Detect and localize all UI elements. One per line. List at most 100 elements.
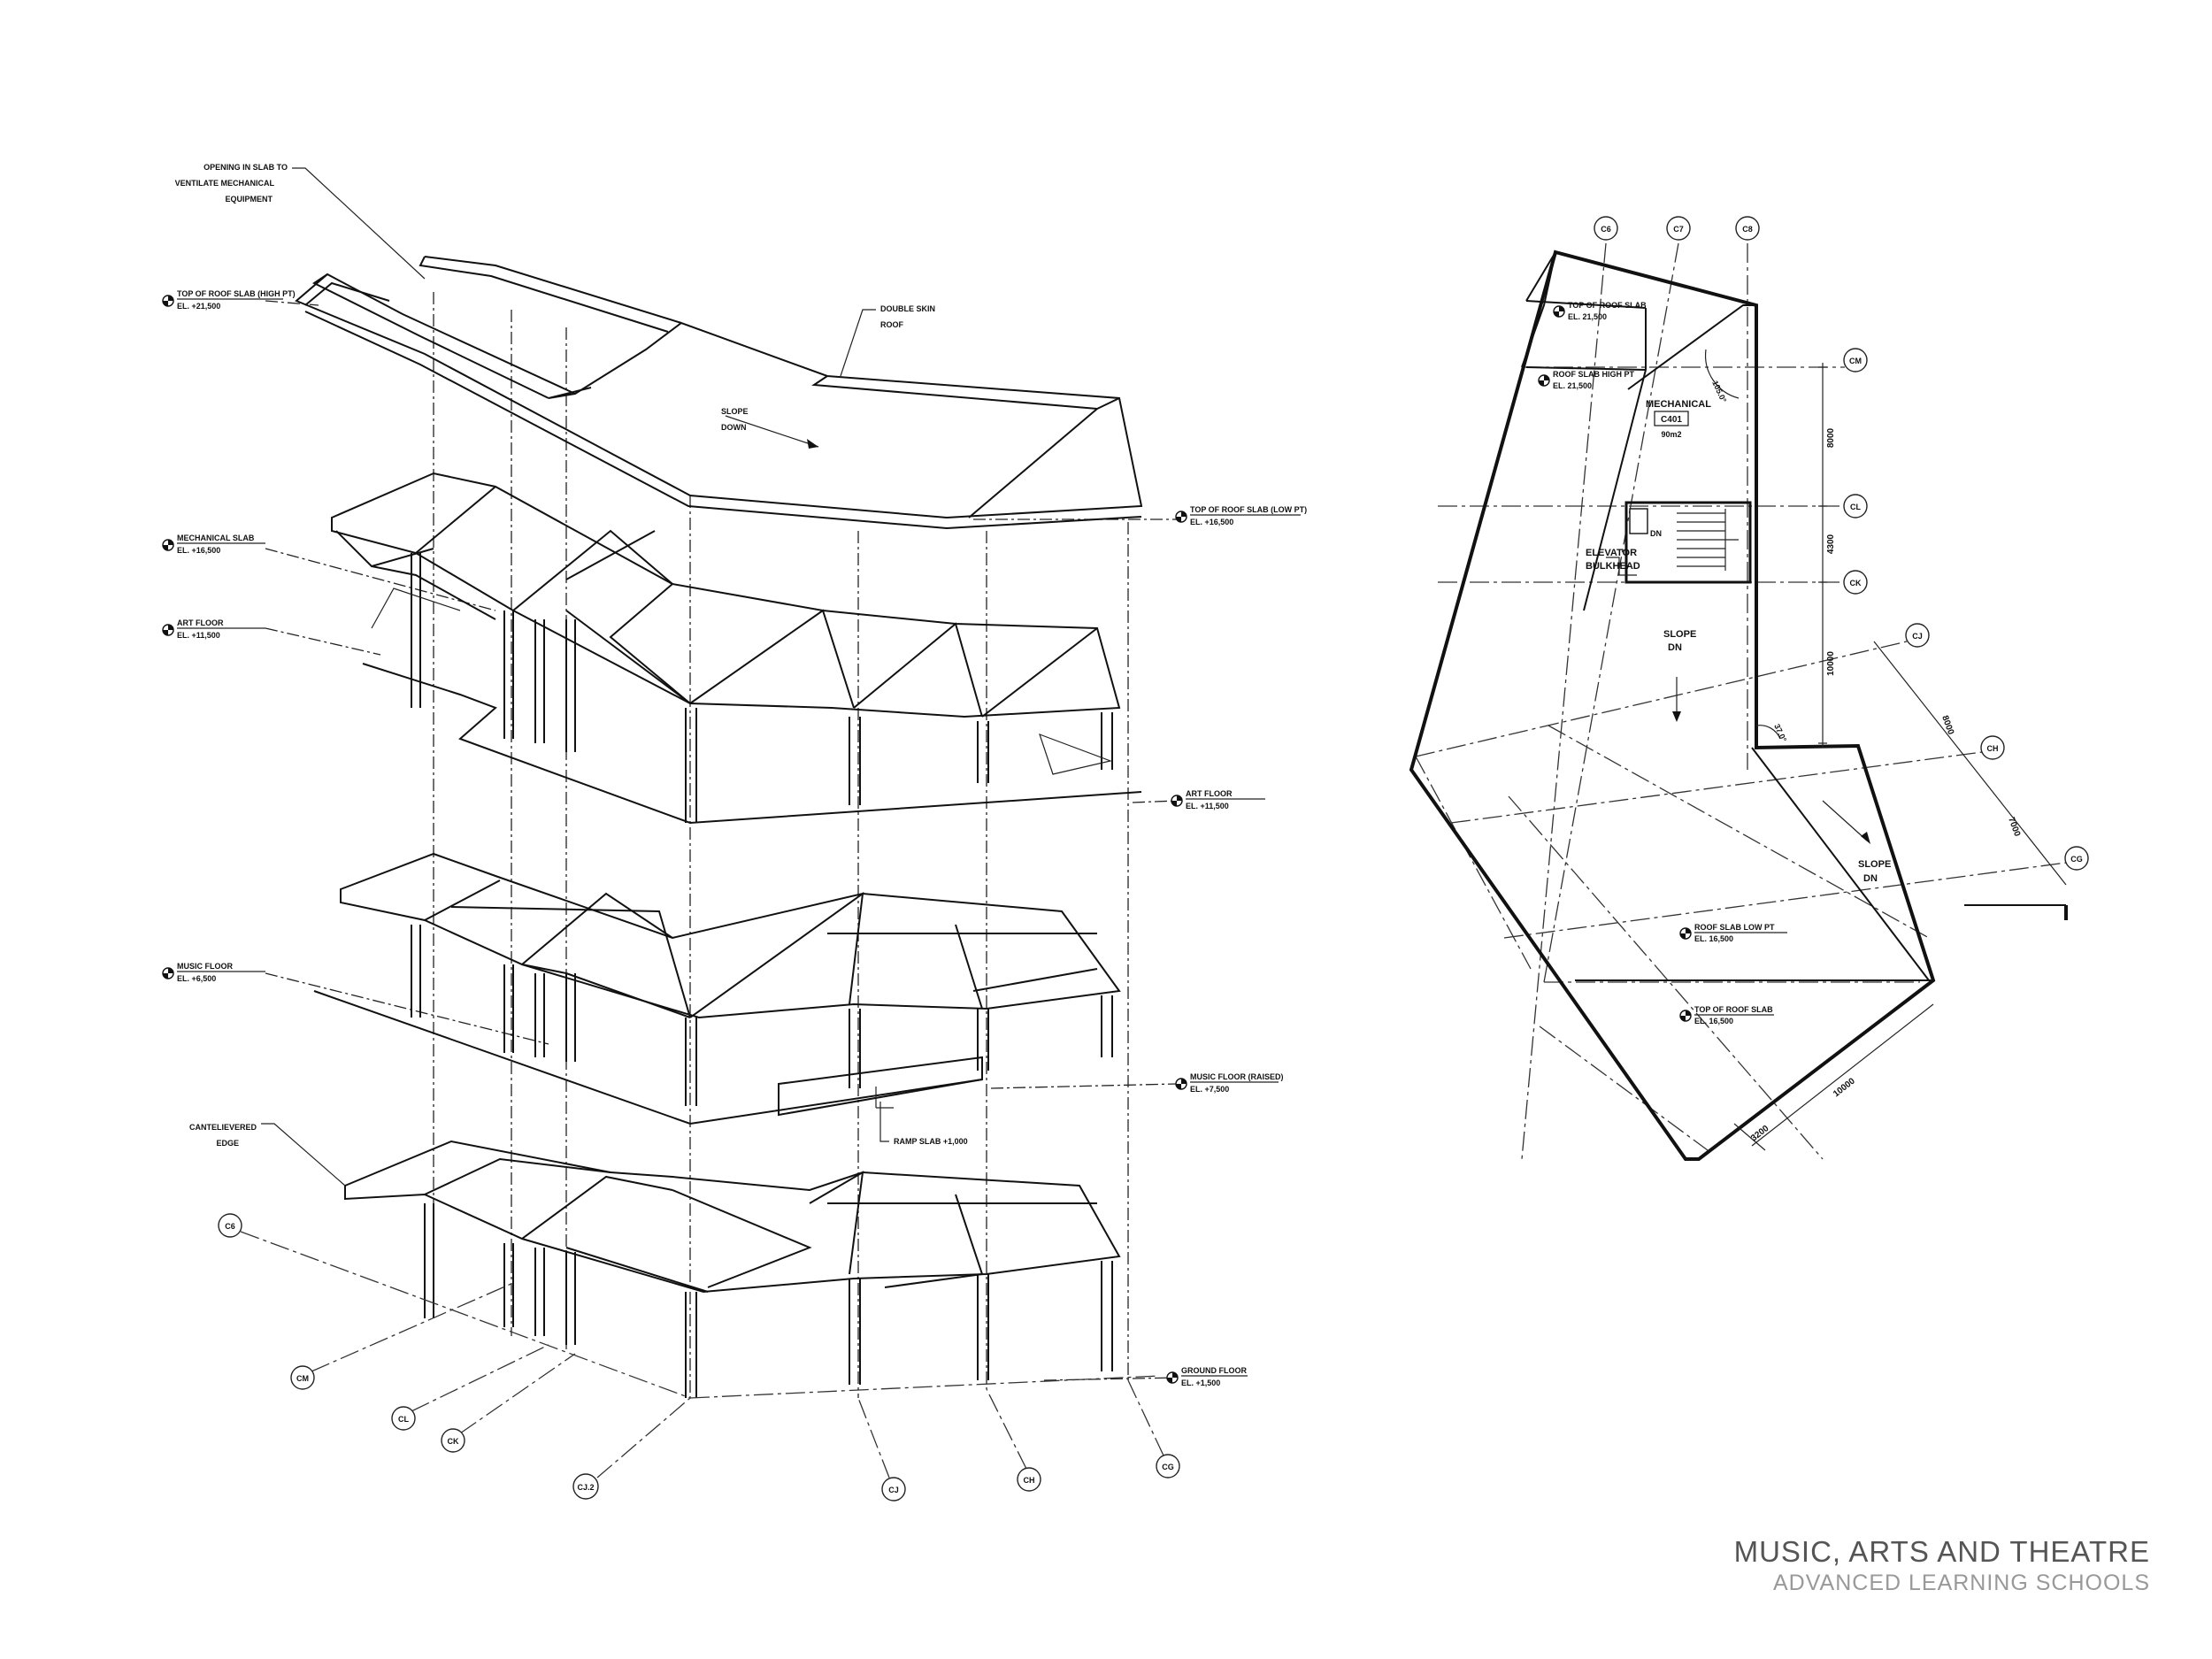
label-elevator: ELEVATOR <box>1586 548 1637 558</box>
label-room-area: 90m2 <box>1661 430 1681 439</box>
level-name: ART FLOOR <box>177 618 224 627</box>
label-roof-low-el: EL. 16,500 <box>1694 934 1733 943</box>
label-mechanical: MECHANICAL <box>1646 399 1711 410</box>
level-el: EL. +11,500 <box>177 631 220 640</box>
label-bulkhead: BULKHEAD <box>1586 561 1640 572</box>
grid-bubble-CG: CG <box>1162 1463 1174 1471</box>
drawing-title: MUSIC, ARTS AND THEATRE <box>1733 1535 2150 1568</box>
level-marker-music-raised: MUSIC FLOOR (RAISED) EL. +7,500 <box>1175 1072 1284 1094</box>
note-cantilever-line2: EDGE <box>216 1139 239 1148</box>
drawing-subtitle: ADVANCED LEARNING SCHOOLS <box>1772 1571 2150 1595</box>
plan-grid-C8: C8 <box>1742 225 1753 234</box>
level-marker-ground: GROUND FLOOR EL. +1,500 <box>1166 1366 1248 1387</box>
label-slope-dn: DN <box>1668 642 1682 653</box>
grid-bubble-CJ: CJ <box>888 1486 899 1494</box>
level-name: MECHANICAL SLAB <box>177 534 255 542</box>
label-angle-105: 105.0° <box>1710 380 1728 404</box>
plan-grid-CJ: CJ <box>1912 632 1923 641</box>
note-double-skin-line2: ROOF <box>880 320 904 329</box>
dim-7000: 7000 <box>2006 816 2022 838</box>
label-roof-high-pt: ROOF SLAB HIGH PT <box>1553 370 1635 379</box>
grid-bubble-C6: C6 <box>225 1222 235 1231</box>
plan-grid-lines <box>1415 242 2067 1160</box>
level-marker-roof-low: TOP OF ROOF SLAB (LOW PT) EL. +16,500 <box>1175 505 1307 526</box>
label-slope-right-dn: DN <box>1863 873 1878 884</box>
label-top-roof-el: EL. 21,500 <box>1568 312 1607 321</box>
title-block: MUSIC, ARTS AND THEATRE ADVANCED LEARNIN… <box>1734 1535 2150 1596</box>
plan-grid-C6: C6 <box>1601 225 1611 234</box>
axonometric-view: C6 CM CL CK CJ.2 CJ CH CG OPENING IN SLA… <box>162 163 1307 1502</box>
note-slope-line2: DOWN <box>721 423 747 432</box>
axon-grid-bubbles: C6 CM CL CK CJ.2 CJ CH CG <box>218 1213 1180 1502</box>
note-opening-line1: OPENING IN SLAB TO <box>204 163 288 172</box>
level-marker-roof-high: TOP OF ROOF SLAB (HIGH PT) EL. +21,500 <box>162 289 296 311</box>
grid-bubble-CK: CK <box>448 1437 459 1446</box>
axon-level-markers: TOP OF ROOF SLAB (HIGH PT) EL. +21,500 M… <box>162 289 1307 1387</box>
note-opening-line2: VENTILATE MECHANICAL <box>175 179 275 188</box>
axon-vertical-grid-lines <box>433 292 1129 1398</box>
dim-10000-diag: 10000 <box>1832 1076 1857 1099</box>
label-top-roof-slab: TOP OF ROOF SLAB <box>1568 301 1647 310</box>
music-floor-frame <box>313 852 1121 1125</box>
label-slope-right: SLOPE <box>1858 859 1891 870</box>
dim-8000: 8000 <box>1826 427 1836 448</box>
grid-bubble-CJ2: CJ.2 <box>577 1483 594 1492</box>
elevator-stair-core <box>1606 501 1752 584</box>
level-name: MUSIC FLOOR (RAISED) <box>1190 1072 1284 1081</box>
plan-labels: TOP OF ROOF SLAB EL. 21,500 ROOF SLAB HI… <box>1538 301 1891 1025</box>
plan-outline <box>1409 250 1936 1161</box>
note-opening-line3: EQUIPMENT <box>225 195 273 204</box>
note-double-skin-line1: DOUBLE SKIN <box>880 304 935 313</box>
label-roof-high-el: EL. 21,500 <box>1553 381 1592 390</box>
roof-slab <box>295 256 1143 530</box>
label-top-roof-slab-2: TOP OF ROOF SLAB <box>1694 1005 1773 1014</box>
level-el: EL. +7,500 <box>1190 1085 1229 1094</box>
dim-4300: 4300 <box>1826 534 1836 554</box>
plan-grid-bubbles: C6 C7 C8 CM CL CK CJ CH CG <box>1594 216 2089 871</box>
plan-grid-CH: CH <box>1987 744 1999 753</box>
level-name: TOP OF ROOF SLAB (HIGH PT) <box>177 289 296 298</box>
level-el: EL. +16,500 <box>177 546 220 555</box>
note-slope-line1: SLOPE <box>721 407 749 416</box>
plan-dimensions: 8000 4300 10000 8000 7000 10000 3200 <box>1733 363 2067 1151</box>
level-el: EL. +21,500 <box>177 302 220 311</box>
level-name: TOP OF ROOF SLAB (LOW PT) <box>1190 505 1307 514</box>
plan-grid-CK: CK <box>1850 579 1862 588</box>
label-top-roof-el-2: EL. 16,500 <box>1694 1017 1733 1025</box>
axon-level-lines <box>265 300 1178 1381</box>
note-cantilever-line1: CANTELIEVERED <box>189 1123 257 1132</box>
level-marker-art-left: ART FLOOR EL. +11,500 <box>162 618 265 640</box>
level-el: EL. +1,500 <box>1181 1379 1220 1387</box>
ground-floor-frame <box>344 1140 1121 1398</box>
level-marker-music: MUSIC FLOOR EL. +6,500 <box>162 962 265 983</box>
music-columns <box>411 925 1113 1106</box>
plan-grid-C7: C7 <box>1673 225 1684 234</box>
label-dn: DN <box>1650 529 1662 538</box>
axon-grid-lines <box>240 1231 1164 1479</box>
label-slope: SLOPE <box>1663 629 1696 640</box>
level-name: ART FLOOR <box>1186 789 1233 798</box>
grid-bubble-CM: CM <box>296 1374 309 1383</box>
label-room-number: C401 <box>1661 415 1682 425</box>
plan-grid-CM: CM <box>1849 357 1862 365</box>
ground-columns <box>424 1203 1113 1398</box>
level-name: GROUND FLOOR <box>1181 1366 1247 1375</box>
dim-3200: 3200 <box>1749 1124 1771 1144</box>
level-name: MUSIC FLOOR <box>177 962 233 971</box>
dim-10000: 10000 <box>1826 651 1836 676</box>
grid-bubble-CL: CL <box>398 1415 409 1424</box>
roof-plan: 8000 4300 10000 8000 7000 10000 3200 C6 … <box>1409 216 2089 1161</box>
level-marker-art-right: ART FLOOR EL. +11,500 <box>1171 789 1265 810</box>
axon-notes: OPENING IN SLAB TO VENTILATE MECHANICAL … <box>175 163 968 1187</box>
note-ramp-slab: RAMP SLAB +1,000 <box>894 1137 968 1146</box>
grid-bubble-CH: CH <box>1024 1476 1035 1485</box>
plan-grid-CL: CL <box>1850 503 1861 511</box>
level-el: EL. +16,500 <box>1190 518 1233 526</box>
label-roof-low-pt: ROOF SLAB LOW PT <box>1694 923 1775 932</box>
level-marker-mechanical: MECHANICAL SLAB EL. +16,500 <box>162 534 265 555</box>
art-columns <box>411 553 1113 823</box>
plan-grid-CG: CG <box>2070 855 2083 864</box>
level-el: EL. +6,500 <box>177 974 216 983</box>
dim-8000-diag: 8000 <box>1939 714 1955 736</box>
